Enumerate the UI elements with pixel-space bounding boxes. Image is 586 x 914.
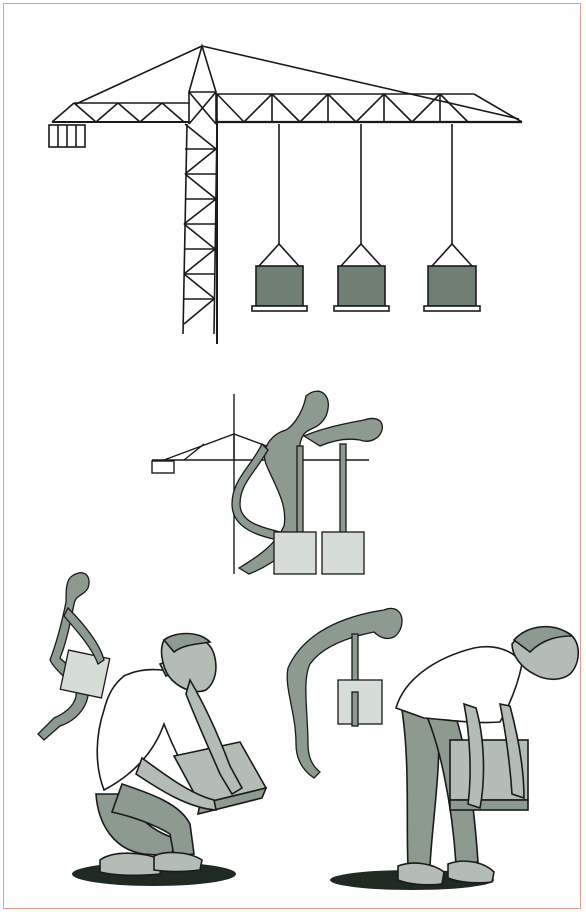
bent-stick-figure — [287, 608, 402, 778]
crane-load-2 — [334, 244, 389, 311]
counter-jib — [52, 103, 189, 122]
bending-man — [330, 627, 578, 890]
bent-stick-figure-crane — [232, 391, 382, 574]
counterweight — [49, 125, 85, 147]
crane-load-3 — [424, 244, 480, 311]
main-jib — [217, 94, 522, 122]
illustration-frame — [3, 3, 581, 909]
illustration-canvas — [4, 4, 582, 910]
crane-load-1 — [252, 244, 307, 311]
squat-stick-figure — [38, 573, 110, 740]
crane-tower — [183, 119, 217, 344]
crane-apex — [189, 46, 216, 124]
